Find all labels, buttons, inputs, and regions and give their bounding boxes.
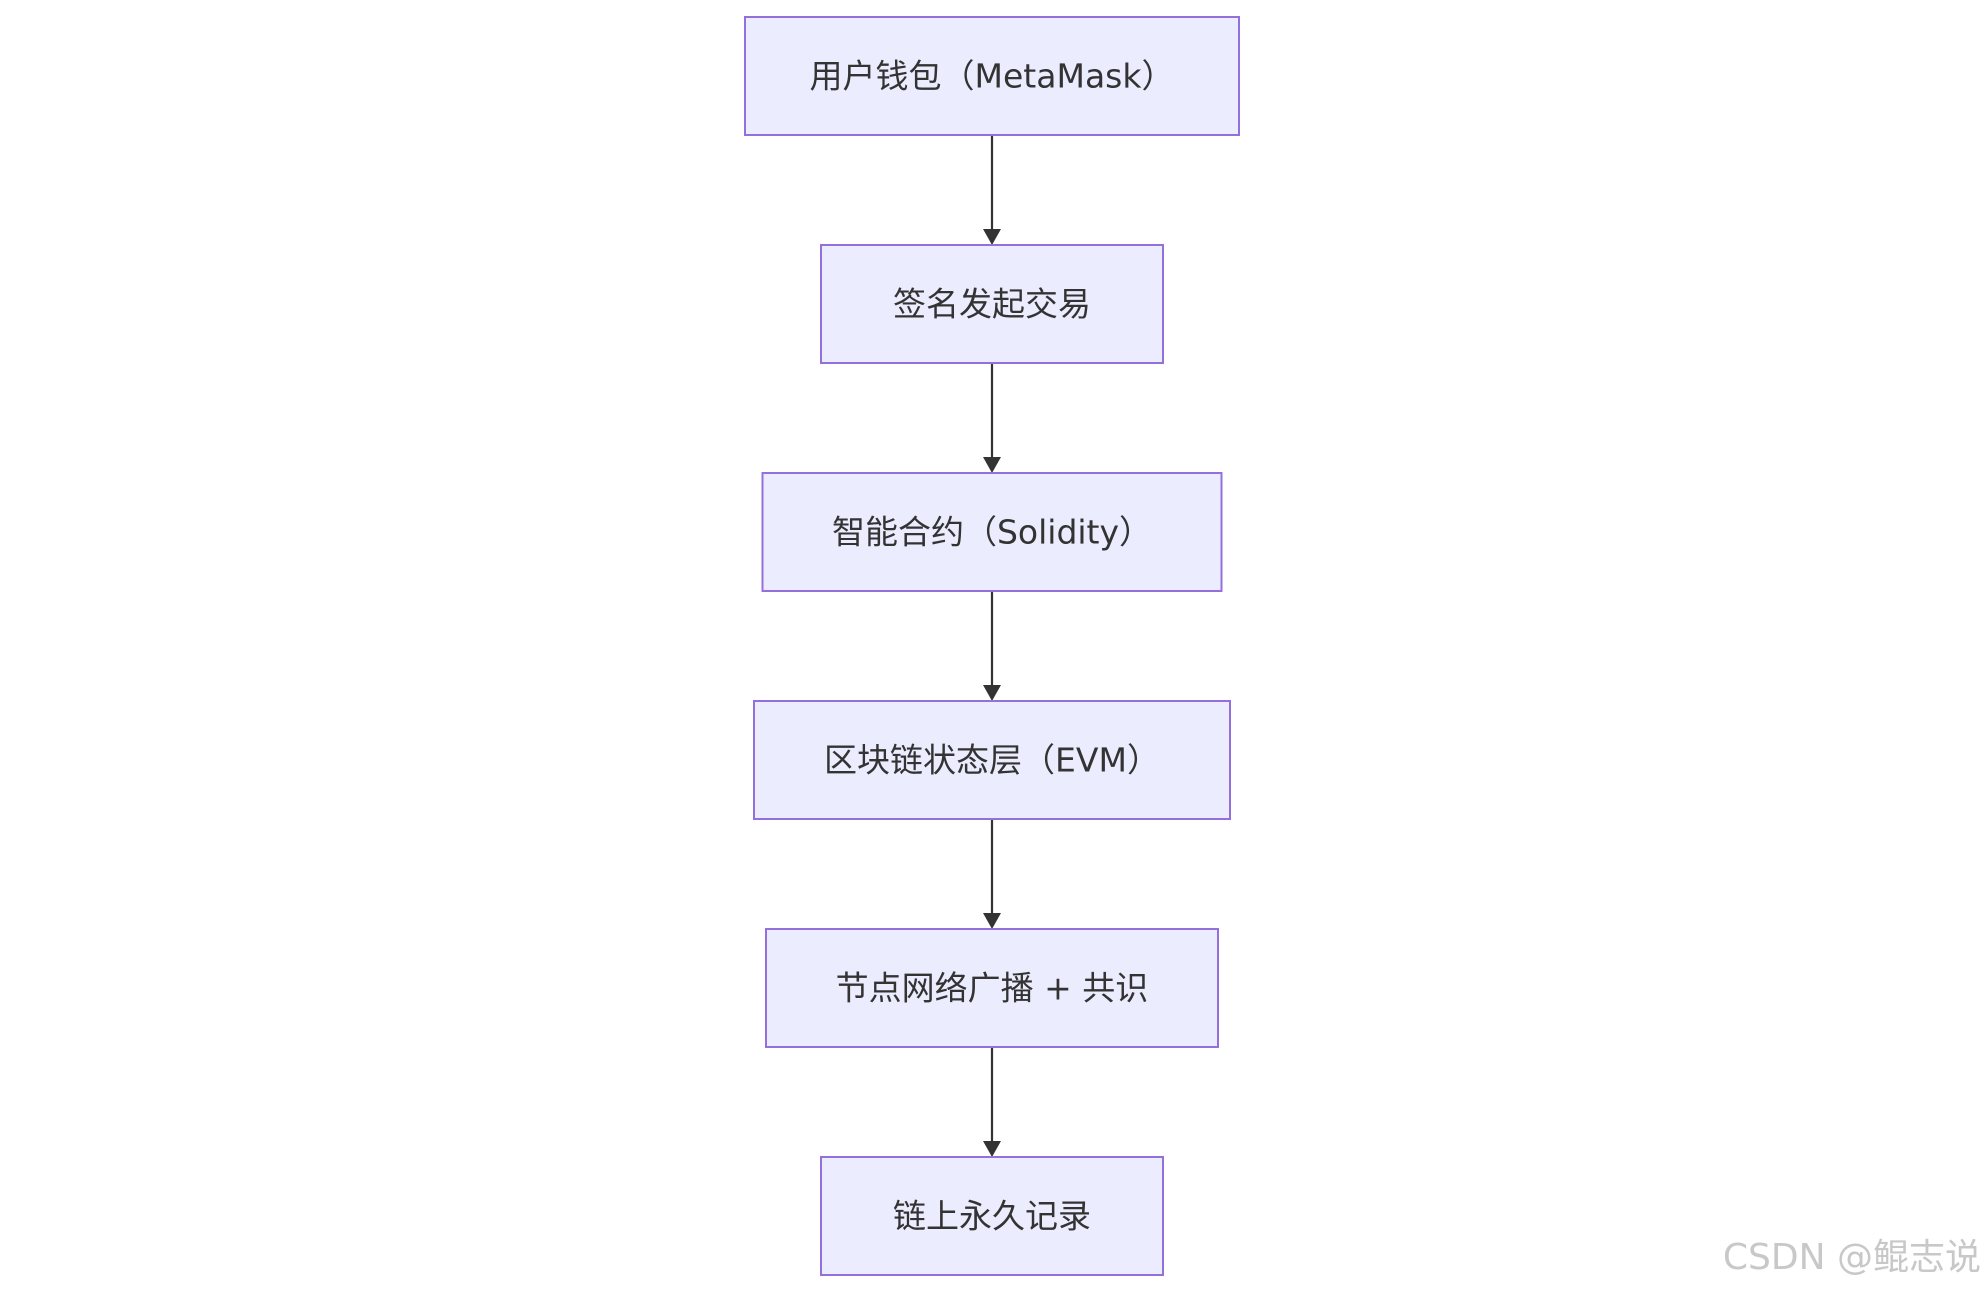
node-box: [765, 928, 1219, 1048]
node-label: 签名发起交易: [893, 285, 1091, 324]
node-box: [761, 472, 1223, 592]
edges-layer: [983, 135, 1001, 1157]
node-state: 区块链状态层（EVM）: [753, 700, 1231, 820]
node-contract: 智能合约（Solidity）: [761, 472, 1223, 592]
arrow-head-icon: [983, 1141, 1001, 1157]
arrow-head-icon: [983, 229, 1001, 245]
edge-network-to-record: [983, 1047, 1001, 1157]
node-sign: 签名发起交易: [820, 244, 1164, 364]
node-label: 区块链状态层（EVM）: [824, 741, 1160, 780]
edge-sign-to-contract: [983, 363, 1001, 473]
edge-contract-to-state: [983, 591, 1001, 701]
watermark: CSDN @鲲志说: [1722, 1237, 1981, 1278]
node-label: 链上永久记录: [893, 1197, 1091, 1236]
edge-state-to-network: [983, 819, 1001, 929]
node-box: [820, 244, 1164, 364]
arrow-head-icon: [983, 457, 1001, 473]
arrow-head-icon: [983, 913, 1001, 929]
node-network: 节点网络广播 + 共识: [765, 928, 1219, 1048]
node-box: [820, 1156, 1164, 1276]
node-box: [753, 700, 1231, 820]
node-wallet: 用户钱包（MetaMask）: [744, 16, 1240, 136]
node-label: 用户钱包（MetaMask）: [810, 57, 1175, 96]
edge-wallet-to-sign: [983, 135, 1001, 245]
node-label: 智能合约（Solidity）: [832, 513, 1152, 552]
arrow-head-icon: [983, 685, 1001, 701]
node-record: 链上永久记录: [820, 1156, 1164, 1276]
node-label: 节点网络广播 + 共识: [836, 969, 1149, 1008]
node-box: [744, 16, 1240, 136]
